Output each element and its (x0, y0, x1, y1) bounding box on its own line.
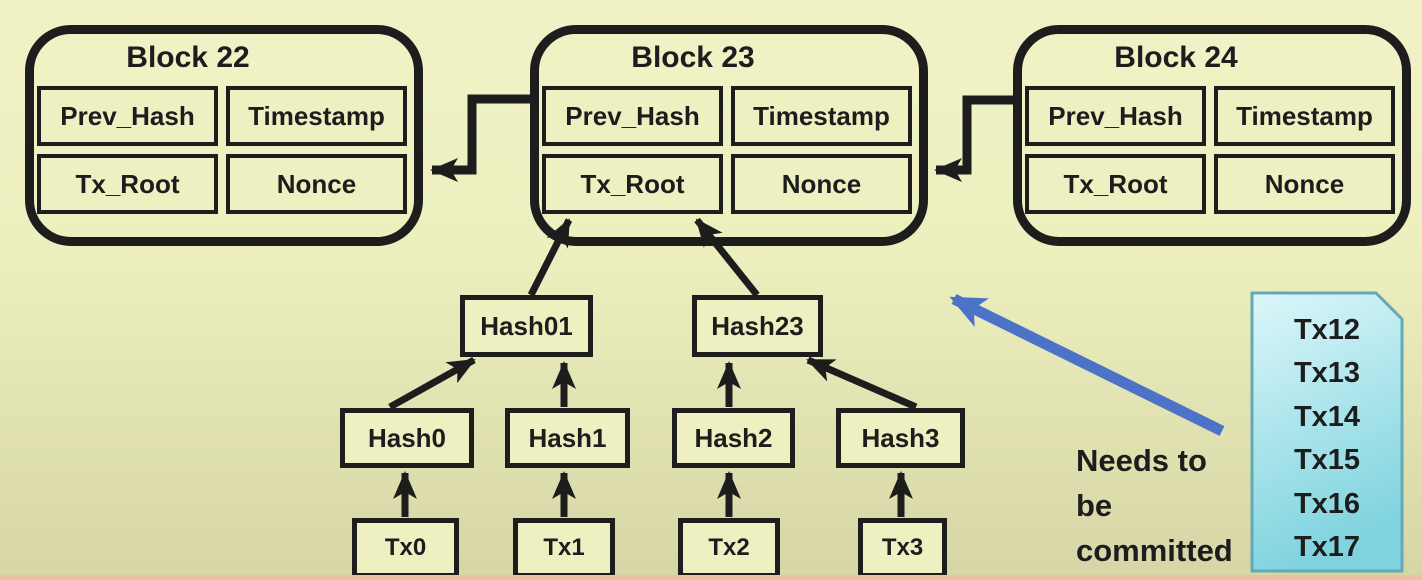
block-23-title: Block 23 (631, 41, 755, 74)
block-24-fields: Prev_Hash Timestamp Tx_Root Nonce (1025, 86, 1395, 214)
tx1-box: Tx1 (513, 518, 615, 578)
merkle-node-hash1: Hash1 (505, 408, 630, 468)
block-23-fields: Prev_Hash Timestamp Tx_Root Nonce (542, 86, 912, 214)
arrow-block24-to-block23 (934, 95, 1014, 182)
merkle-node-hash01: Hash01 (460, 295, 593, 357)
block-23-timestamp: Timestamp (731, 86, 912, 146)
bottom-edge-strip (0, 575, 1422, 580)
block-24-prev-hash: Prev_Hash (1025, 86, 1206, 146)
pending-note-panel (1250, 291, 1404, 573)
needs-to-be-committed-label: Needs to be committed (1076, 443, 1233, 568)
block-24-title: Block 24 (1114, 41, 1238, 74)
pending-to-chain-blue-arrow (949, 294, 1225, 436)
arrow-block23-to-block22 (430, 94, 532, 182)
block-22-tx-root: Tx_Root (37, 154, 218, 214)
merkle-node-hash23: Hash23 (692, 295, 823, 357)
block-22-fields: Prev_Hash Timestamp Tx_Root Nonce (37, 86, 407, 214)
block-22-timestamp: Timestamp (226, 86, 407, 146)
arrow-hash0-to-hash01 (388, 356, 476, 411)
pending-tx13: Tx13 (1293, 357, 1361, 390)
block-23-tx-root: Tx_Root (542, 154, 723, 214)
arrow-hash23-to-txroot (694, 217, 760, 298)
block-24-tx-root: Tx_Root (1025, 154, 1206, 214)
block-22-prev-hash: Prev_Hash (37, 86, 218, 146)
block-24-card: Block 24 Prev_Hash Timestamp Tx_Root Non… (1013, 25, 1411, 246)
tx3-box: Tx3 (858, 518, 947, 578)
block-22-title: Block 22 (126, 41, 250, 74)
pending-tx15: Tx15 (1293, 444, 1361, 477)
block-23-nonce: Nonce (731, 154, 912, 214)
tx2-box: Tx2 (678, 518, 780, 578)
pending-tx16: Tx16 (1293, 487, 1361, 520)
block-22-nonce: Nonce (226, 154, 407, 214)
merkle-node-hash2: Hash2 (672, 408, 795, 468)
tx0-box: Tx0 (352, 518, 459, 578)
pending-tx14: Tx14 (1293, 400, 1361, 433)
merkle-node-hash3: Hash3 (836, 408, 965, 468)
block-23-card: Block 23 Prev_Hash Timestamp Tx_Root Non… (530, 25, 928, 246)
block-22-card: Block 22 Prev_Hash Timestamp Tx_Root Non… (25, 25, 423, 246)
merkle-node-hash0: Hash0 (340, 408, 474, 468)
pending-tx12: Tx12 (1293, 314, 1361, 346)
pending-tx17: Tx17 (1293, 530, 1361, 563)
block-24-nonce: Nonce (1214, 154, 1395, 214)
arrow-hash3-to-hash23 (806, 356, 918, 411)
pending-transaction-list: Tx12 Tx13 Tx14 Tx15 Tx16 Tx17 (1252, 311, 1402, 567)
block-23-prev-hash: Prev_Hash (542, 86, 723, 146)
block-24-timestamp: Timestamp (1214, 86, 1395, 146)
